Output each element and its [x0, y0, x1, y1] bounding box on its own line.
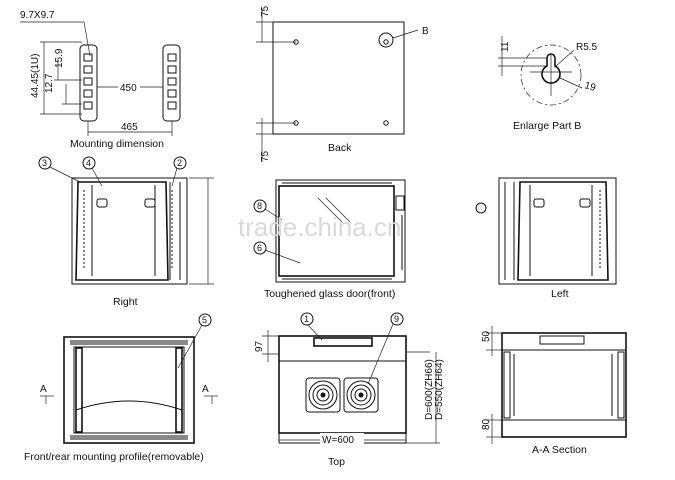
right-rail: [162, 44, 181, 122]
dim-9-7x9-7: 9.7X9.7: [20, 10, 55, 21]
left-rail: [79, 44, 98, 122]
callout-1: 1: [304, 314, 309, 324]
dim-r5-5: R5.5: [576, 42, 598, 53]
dim-19: 19: [583, 80, 597, 94]
callout-9: 9: [394, 314, 399, 324]
left-side-panel: [517, 181, 609, 281]
right-outer-frame: [71, 177, 188, 285]
caption-toughened-glass-door: Toughened glass door(front): [264, 288, 395, 300]
right-side-panel: [75, 181, 169, 281]
profile-right-rail: [175, 347, 183, 433]
enlarge-part-b-view: 11 R5.5 19 Enlarge Part B: [498, 36, 598, 132]
dim-450: 450: [120, 83, 137, 94]
door-lock: [395, 195, 405, 211]
caption-back: Back: [328, 142, 352, 154]
callout-8: 8: [257, 201, 262, 211]
dim-12-7: 12.7: [44, 73, 55, 93]
back-view: B 75 75 Back: [256, 5, 429, 162]
dim-80: 80: [481, 418, 492, 430]
section-marker-a-right: A: [202, 384, 209, 395]
dim-465: 465: [121, 122, 138, 133]
dim-50: 50: [481, 330, 492, 342]
caption-mounting-dimension: Mounting dimension: [70, 138, 164, 150]
part-b-hole: [378, 32, 394, 48]
mounting-profile-view: A A 5 Front/rear mounting profile(remova…: [24, 313, 218, 463]
profile-arc: [75, 400, 183, 411]
caption-enlarge-part-b: Enlarge Part B: [513, 120, 581, 132]
profile-inner-frame: [73, 346, 185, 434]
left-view: Left: [475, 177, 617, 300]
right-rail-holes: [167, 53, 177, 110]
left-callout-circle: [475, 202, 487, 214]
profile-outer-frame: [63, 336, 195, 444]
section-outer-frame: [501, 332, 627, 438]
detail-circle: [520, 44, 582, 106]
profile-left-rail: [75, 347, 83, 433]
dim-97: 97: [254, 340, 265, 352]
caption-right: Right: [113, 296, 138, 308]
door-glass-panel: [278, 185, 395, 277]
keyhole-slot: [541, 53, 561, 84]
top-cable-slot: [313, 337, 373, 347]
section-right-rail: [617, 351, 625, 419]
left-outer-frame: [498, 177, 617, 285]
section-marker-a-left: A: [40, 384, 47, 395]
dim-11: 11: [500, 41, 511, 52]
dim-d600: D=600(ZH66): [424, 359, 435, 420]
door-outer-frame: [275, 179, 406, 283]
profile-bottom-vent: [70, 435, 188, 440]
left-rail-holes: [83, 53, 93, 110]
aa-section-view: 50 80 A-A Section: [481, 326, 627, 456]
watermark: trade.china.cn: [238, 212, 401, 242]
callout-3: 3: [42, 158, 47, 168]
caption-top: Top: [328, 456, 345, 468]
marker-b: B: [422, 26, 429, 37]
dim-15-9: 15.9: [54, 48, 65, 68]
right-view: 3 4 2 Right: [38, 156, 214, 308]
section-top-slot: [539, 335, 585, 345]
top-panel: [278, 335, 407, 434]
top-view: 97 D=600(ZH66) D=550(ZH64) W=600 1 9 Top: [254, 312, 445, 468]
profile-top-vent: [70, 340, 188, 345]
dim-d550: D=550(ZH64): [434, 359, 445, 420]
callout-2: 2: [177, 158, 182, 168]
dim-w600: W=600: [322, 435, 354, 446]
back-panel: [272, 21, 405, 135]
callout-4: 4: [86, 158, 91, 168]
dim-75-bottom: 75: [260, 150, 271, 162]
dim-44-45: 44.45(1U): [30, 54, 41, 98]
caption-front-rear-profile: Front/rear mounting profile(removable): [24, 451, 204, 463]
caption-aa-section: A-A Section: [532, 444, 587, 456]
caption-left: Left: [551, 288, 569, 300]
mounting-dimension-view: 9.7X9.7 44.45(1U) 15.9 12.7 450 465 Moun…: [20, 10, 181, 150]
callout-5: 5: [202, 315, 207, 325]
fan-right: [343, 377, 379, 413]
fan-left: [305, 377, 341, 413]
dim-75-top: 75: [260, 5, 271, 17]
callout-6: 6: [257, 243, 262, 253]
glass-door-view: 8 6 Toughened glass door(front): [253, 179, 406, 300]
section-left-rail: [503, 351, 511, 419]
